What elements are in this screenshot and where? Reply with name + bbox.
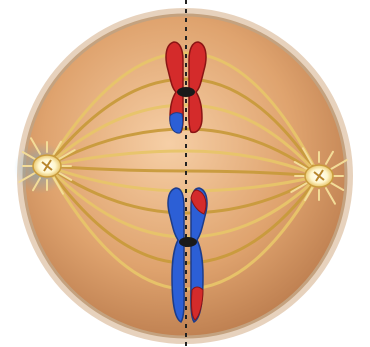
upper-centromere	[177, 87, 195, 97]
right-centrosome	[305, 165, 333, 187]
lower-centromere	[179, 237, 197, 247]
left-centrosome	[33, 155, 61, 177]
